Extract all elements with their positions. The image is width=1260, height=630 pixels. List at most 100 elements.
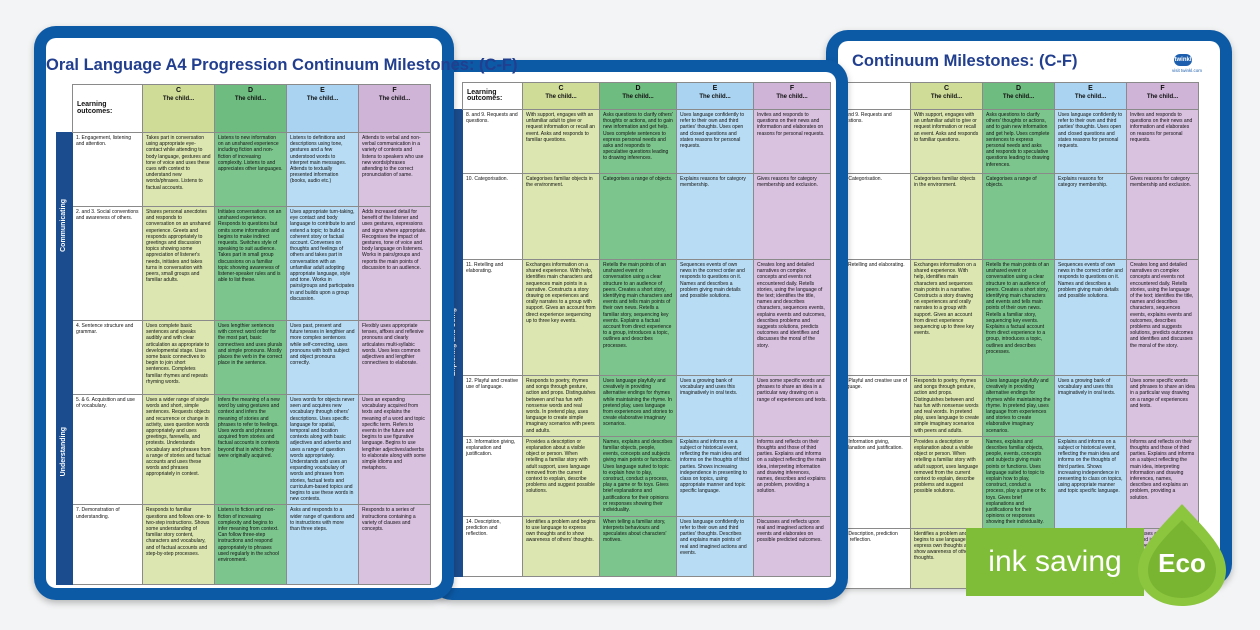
row-outcome: 11. Retelling and elaborating. <box>836 259 911 376</box>
outcomes-header: Learning outcomes: <box>462 82 523 110</box>
cell-c: Provides a description or explanation ab… <box>910 435 983 529</box>
cell-e: Uses a growing bank of vocabulary and us… <box>676 375 754 437</box>
cell-c: Identifies a problem and begins to use l… <box>522 515 600 577</box>
row-outcome: 5. & 6. Acquisition and use of vocabular… <box>72 393 143 506</box>
cell-d: Categorises a range of objects. <box>982 173 1055 260</box>
cell-c: Categorises familiar objects in the envi… <box>522 173 600 260</box>
cell-d: Names, explains and describes familiar o… <box>982 435 1055 529</box>
cell-e: Uses past, present and future tenses in … <box>286 320 359 395</box>
row-outcome: 7. Demonstration of understanding. <box>72 504 143 586</box>
row-outcome: 13. Information giving, explanation and … <box>836 435 911 529</box>
table-row: 5. & 6. Acquisition and use of vocabular… <box>57 393 431 506</box>
cell-e: Sequences events of own news in the corr… <box>1054 259 1127 376</box>
cell-f: Invites and responds to questions on the… <box>753 109 831 174</box>
cell-c: Exchanges information on a shared experi… <box>522 259 600 376</box>
cell-d: Uses language playfully and creatively i… <box>982 375 1055 437</box>
cell-d: Retells the main points of an unshared e… <box>982 259 1055 376</box>
sheet3-frame: Continuum Milestones: (C-F) twinkl visit… <box>826 30 1232 589</box>
cell-d: Categorises a range of objects. <box>599 173 677 260</box>
sheet1-frame: Oral Language A4 Progression Continuum M… <box>34 26 518 600</box>
cell-d: Names, explains and describes familiar o… <box>599 435 677 517</box>
row-outcome: 2. and 3. Social conventions and awarene… <box>72 206 143 321</box>
cell-e: Explains reasons for category membership… <box>1054 173 1127 260</box>
table-row: 12. Playful and creative use of language… <box>447 375 831 437</box>
cell-f: Responds to a series of instructions con… <box>358 504 431 586</box>
table-row: 12. Playful and creative use of language… <box>836 375 1199 437</box>
cell-c: Shares personal anecdotes and responds t… <box>142 206 215 321</box>
sheet3-title: Continuum Milestones: (C-F) <box>852 52 1078 70</box>
cell-f: Discusses and reflects upon real and ima… <box>753 515 831 577</box>
cell-d: Uses lengthier sentences with correct wo… <box>214 320 287 395</box>
cell-e: Uses appropriate turn-taking, eye contac… <box>286 206 359 321</box>
table-row: 13. Information giving, explanation and … <box>447 435 831 517</box>
cell-e: Explains and informs on a subject or his… <box>1054 435 1127 529</box>
sheet3-page: Continuum Milestones: (C-F) twinkl visit… <box>836 41 1220 589</box>
table-row: 10. Categorisation. Categorises familiar… <box>447 173 831 260</box>
table-row: Communicating 1. Engagement, listening a… <box>56 132 431 321</box>
cell-c: Responds to familiar questions and follo… <box>142 504 215 586</box>
cell-c: Responds to poetry, rhymes and songs thr… <box>910 375 983 437</box>
cell-e: Uses language confidently to refer to th… <box>676 109 754 174</box>
table-row: 10. Categorisation. Categorises familiar… <box>836 173 1199 260</box>
cell-c: Provides a description or explanation ab… <box>522 435 600 517</box>
cell-f: Uses an expanding vocabulary acquired fr… <box>358 393 431 506</box>
cell-d: When telling a familiar story, interpret… <box>599 515 677 577</box>
cell-e: Uses language confidently to refer to th… <box>676 515 754 577</box>
cell-c: With support, engages with an unfamiliar… <box>522 109 600 174</box>
cell-f: Creates long and detailed narratives on … <box>753 259 831 376</box>
eco-leaf-icon: Eco <box>1138 504 1226 606</box>
row-outcome: 14. Description, prediction and reflecti… <box>836 527 911 589</box>
cell-d: Initiates conversations on an unshared e… <box>214 206 287 321</box>
table-row: 14. Description, prediction and reflecti… <box>447 515 831 577</box>
table-row: 7. Demonstration of understanding. Respo… <box>57 504 431 586</box>
row-outcome: 1. Engagement, listening and attention. <box>72 132 143 207</box>
table-row: 8. and 9. Requests and questions. With s… <box>836 109 1199 174</box>
cell-d: Uses language playfully and creatively i… <box>599 375 677 437</box>
outcomes-header: Learning outcomes: <box>72 84 143 133</box>
cell-e: Listens to definitions and descriptions … <box>286 132 359 207</box>
cell-f: Uses some specific words and phrases to … <box>1126 375 1199 437</box>
cell-f: Informs and reflects on their thoughts a… <box>753 435 831 517</box>
table-row: 2. and 3. Social conventions and awarene… <box>57 206 431 321</box>
cell-c: Uses a wider range of single words and s… <box>142 393 215 506</box>
twinkl-logo-sub: visit twinkl.com <box>1172 68 1203 73</box>
cell-e: Uses words for objects never seen and ac… <box>286 393 359 506</box>
cell-c: Uses complete basic sentences and speaks… <box>142 320 215 395</box>
cell-d: Retells the main points of an unshared e… <box>599 259 677 376</box>
row-outcome: 13. Information giving, explanation and … <box>462 435 523 517</box>
cell-f: Adds increased detail for benefit of the… <box>358 206 431 321</box>
cell-e: Sequences events of own news in the corr… <box>676 259 754 376</box>
cell-d: Asks questions to clarify others' though… <box>599 109 677 174</box>
cell-f: Gives reasons for category membership an… <box>1126 173 1199 260</box>
eco-badge-text: Eco <box>1158 548 1206 578</box>
cell-e: Uses a growing bank of vocabulary and us… <box>1054 375 1127 437</box>
cell-f: Attends to verbal and non-verbal communi… <box>358 132 431 207</box>
twinkl-logo: twinkl <box>1174 54 1192 66</box>
cell-f: Gives reasons for category membership an… <box>753 173 831 260</box>
cell-c: With support, engages with an unfamiliar… <box>910 109 983 174</box>
cell-d: Listens to fiction and non-fiction of in… <box>214 504 287 586</box>
table-row: Exploring and Using 8. and 9. Requests a… <box>446 109 831 577</box>
sheet1-page: Oral Language A4 Progression Continuum M… <box>46 38 518 588</box>
cell-e: Uses language confidently to refer to th… <box>1054 109 1127 174</box>
cell-c: Exchanges information on a shared experi… <box>910 259 983 376</box>
cell-f: Uses some specific words and phrases to … <box>753 375 831 437</box>
cell-f: Creates long and detailed narratives on … <box>1126 259 1199 376</box>
row-outcome: 14. Description, prediction and reflecti… <box>462 515 523 577</box>
cell-c: Responds to poetry, rhymes and songs thr… <box>522 375 600 437</box>
row-outcome: 12. Playful and creative use of language… <box>836 375 911 437</box>
